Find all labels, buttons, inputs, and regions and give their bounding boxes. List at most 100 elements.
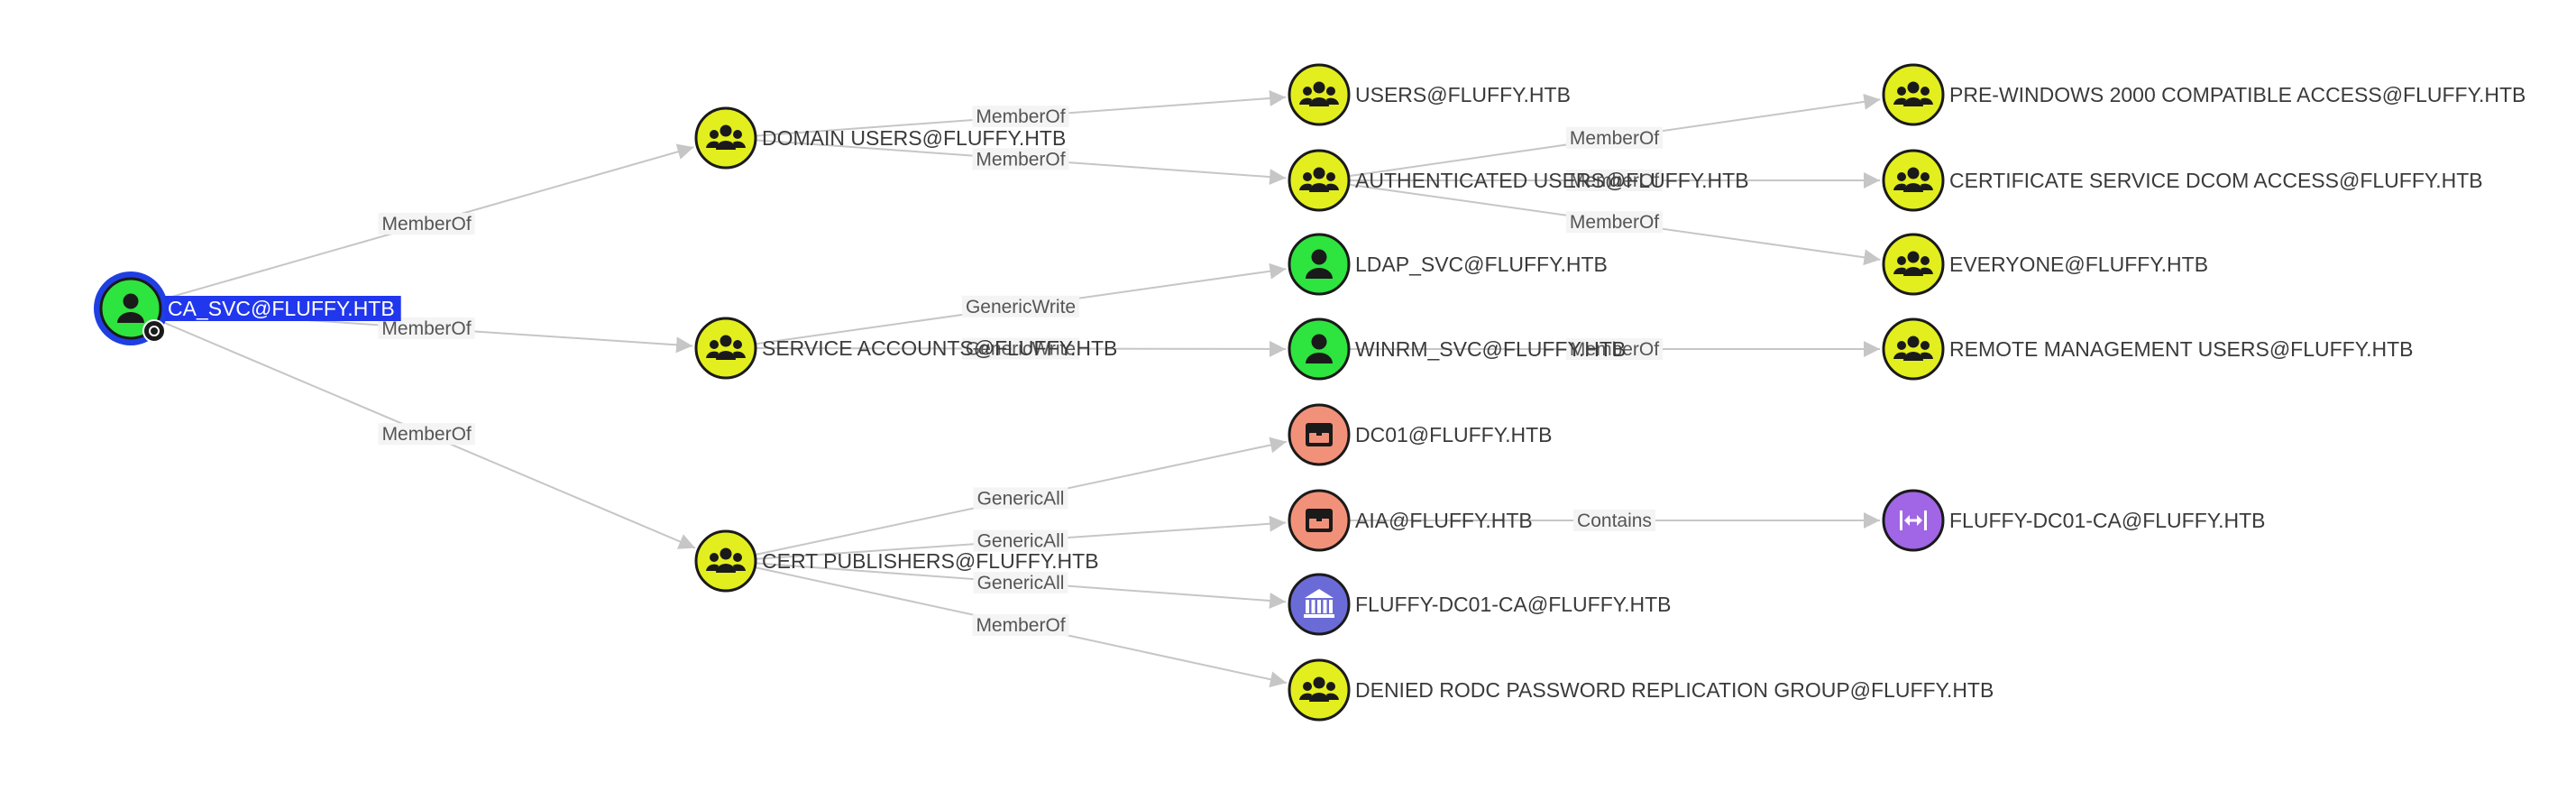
node-label[interactable]: SERVICE ACCOUNTS@FLUFFY.HTB: [762, 336, 1117, 360]
node-circle[interactable]: [1882, 63, 1945, 126]
edge-auth_users-to-everyone[interactable]: MemberOf: [1348, 183, 1881, 266]
owned-badge-icon: [142, 319, 166, 343]
node-label[interactable]: DC01@FLUFFY.HTB: [1355, 423, 1552, 446]
edge-cert_publishers-to-aia[interactable]: GenericAll: [755, 515, 1287, 560]
group-icon: [1893, 167, 1933, 192]
edge-label-background: [1565, 338, 1664, 360]
edge-label[interactable]: Contains: [1577, 510, 1652, 531]
edge-label-background: [961, 337, 1080, 360]
edge-label[interactable]: GenericAll: [977, 573, 1065, 593]
computer-box-icon: [1306, 423, 1333, 446]
user-icon: [1306, 249, 1333, 279]
group-icon: [706, 335, 746, 360]
node-winrm_svc[interactable]: WINRM_SVC@FLUFFY.HTB: [1288, 317, 1626, 381]
edge-domain_users-to-users[interactable]: MemberOf: [755, 90, 1287, 137]
edge-auth_users-to-cert_service_dcom[interactable]: MemberOf: [1349, 170, 1880, 191]
edge-label[interactable]: MemberOf: [1570, 212, 1659, 233]
node-dc01[interactable]: DC01@FLUFFY.HTB: [1288, 403, 1552, 466]
user-icon: [117, 293, 144, 323]
edge-ca_svc-to-domain_users[interactable]: MemberOf: [159, 143, 694, 301]
edge-label[interactable]: MemberOf: [381, 214, 471, 235]
node-users[interactable]: USERS@FLUFFY.HTB: [1288, 63, 1571, 126]
edge-winrm_svc-to-remote_mgmt[interactable]: MemberOf: [1349, 338, 1880, 360]
node-label[interactable]: FLUFFY-DC01-CA@FLUFFY.HTB: [1355, 593, 1672, 616]
node-label[interactable]: PRE-WINDOWS 2000 COMPATIBLE ACCESS@FLUFF…: [1949, 83, 2526, 106]
edge-auth_users-to-pre_win2000[interactable]: MemberOf: [1348, 93, 1881, 178]
edge-label[interactable]: MemberOf: [1570, 339, 1659, 360]
node-circle[interactable]: [694, 317, 757, 380]
node-label[interactable]: AIA@FLUFFY.HTB: [1355, 509, 1533, 532]
node-auth_users[interactable]: AUTHENTICATED USERS@FLUFFY.HTB: [1288, 149, 1749, 212]
computer-box-icon: [1306, 509, 1333, 532]
node-circle[interactable]: [1288, 149, 1351, 212]
node-label[interactable]: CERTIFICATE SERVICE DCOM ACCESS@FLUFFY.H…: [1949, 169, 2483, 192]
group-icon: [1893, 251, 1933, 276]
node-circle[interactable]: [1288, 63, 1351, 126]
node-domain_users[interactable]: DOMAIN USERS@FLUFFY.HTB: [694, 106, 1066, 170]
edge-label-background: [961, 295, 1080, 317]
node-circle[interactable]: [694, 529, 757, 593]
edge-label[interactable]: MemberOf: [976, 106, 1065, 127]
edge-label[interactable]: MemberOf: [976, 615, 1065, 636]
edge-ca_svc-to-cert_publishers[interactable]: MemberOf: [157, 318, 696, 549]
group-icon: [706, 547, 746, 573]
node-ca_svc[interactable]: CA_SVC@FLUFFY.HTB: [94, 271, 401, 345]
edge-label-background: [378, 213, 475, 235]
node-label[interactable]: CA_SVC@FLUFFY.HTB: [168, 297, 395, 320]
node-circle[interactable]: [1882, 317, 1945, 381]
node-pre_win2000[interactable]: PRE-WINDOWS 2000 COMPATIBLE ACCESS@FLUFF…: [1882, 63, 2526, 126]
edge-label-background: [973, 529, 1068, 552]
edge-label-background: [1565, 170, 1664, 191]
node-label[interactable]: DOMAIN USERS@FLUFFY.HTB: [762, 126, 1066, 150]
group-icon: [1299, 676, 1339, 702]
node-remote_mgmt[interactable]: REMOTE MANAGEMENT USERS@FLUFFY.HTB: [1882, 317, 2414, 381]
node-label[interactable]: REMOTE MANAGEMENT USERS@FLUFFY.HTB: [1949, 337, 2414, 361]
node-label[interactable]: LDAP_SVC@FLUFFY.HTB: [1355, 253, 1608, 276]
node-service_accounts[interactable]: SERVICE ACCOUNTS@FLUFFY.HTB: [694, 317, 1117, 380]
edge-cert_publishers-to-dc01[interactable]: GenericAll: [755, 437, 1288, 556]
node-circle[interactable]: [1288, 658, 1351, 722]
bank-icon: [1304, 589, 1334, 618]
node-denied_rodc[interactable]: DENIED RODC PASSWORD REPLICATION GROUP@F…: [1288, 658, 1994, 722]
edge-label-background: [972, 106, 1069, 128]
node-fluffy_ca_container[interactable]: FLUFFY-DC01-CA@FLUFFY.HTB: [1882, 489, 2266, 552]
node-label[interactable]: AUTHENTICATED USERS@FLUFFY.HTB: [1355, 169, 1749, 192]
node-label[interactable]: EVERYONE@FLUFFY.HTB: [1949, 253, 2208, 276]
edge-cert_publishers-to-denied_rodc[interactable]: MemberOf: [755, 566, 1288, 688]
edge-label[interactable]: GenericAll: [977, 531, 1065, 552]
node-label[interactable]: WINRM_SVC@FLUFFY.HTB: [1355, 337, 1626, 361]
node-circle[interactable]: [694, 106, 757, 170]
edge-label[interactable]: MemberOf: [1570, 170, 1659, 191]
node-circle[interactable]: [1882, 149, 1945, 212]
edge-service_accounts-to-winrm_svc[interactable]: GenericWrite: [755, 337, 1287, 360]
node-label[interactable]: USERS@FLUFFY.HTB: [1355, 83, 1571, 106]
edge-label[interactable]: MemberOf: [382, 424, 472, 445]
group-icon: [1893, 81, 1933, 106]
edge-label[interactable]: GenericAll: [977, 488, 1065, 509]
group-icon: [706, 124, 746, 150]
node-circle[interactable]: [1882, 233, 1945, 296]
node-label[interactable]: FLUFFY-DC01-CA@FLUFFY.HTB: [1949, 509, 2266, 532]
edge-label[interactable]: MemberOf: [381, 318, 471, 339]
edge-label[interactable]: GenericWrite: [966, 297, 1076, 317]
edge-domain_users-to-auth_users[interactable]: MemberOf: [755, 139, 1287, 186]
edge-label-background: [1573, 510, 1655, 531]
node-label[interactable]: DENIED RODC PASSWORD REPLICATION GROUP@F…: [1355, 678, 1994, 702]
edge-label[interactable]: MemberOf: [976, 149, 1065, 170]
edge-service_accounts-to-ldap_svc[interactable]: GenericWrite: [755, 262, 1287, 345]
node-cert_publishers[interactable]: CERT PUBLISHERS@FLUFFY.HTB: [694, 529, 1099, 593]
node-everyone[interactable]: EVERYONE@FLUFFY.HTB: [1882, 233, 2208, 296]
node-fluffy_ca[interactable]: FLUFFY-DC01-CA@FLUFFY.HTB: [1288, 573, 1672, 636]
node-aia[interactable]: AIA@FLUFFY.HTB: [1288, 489, 1533, 552]
user-icon: [1306, 334, 1333, 363]
edge-label-background: [378, 423, 475, 446]
edge-label[interactable]: MemberOf: [1570, 128, 1659, 149]
group-icon: [1299, 167, 1339, 192]
node-cert_service_dcom[interactable]: CERTIFICATE SERVICE DCOM ACCESS@FLUFFY.H…: [1882, 149, 2483, 212]
edge-aia-to-fluffy_ca_container[interactable]: Contains: [1349, 510, 1880, 531]
node-ldap_svc[interactable]: LDAP_SVC@FLUFFY.HTB: [1288, 233, 1608, 296]
edge-label[interactable]: GenericWrite: [966, 338, 1076, 359]
edge-cert_publishers-to-fluffy_ca[interactable]: GenericAll: [755, 562, 1287, 609]
node-label[interactable]: CERT PUBLISHERS@FLUFFY.HTB: [762, 549, 1099, 573]
